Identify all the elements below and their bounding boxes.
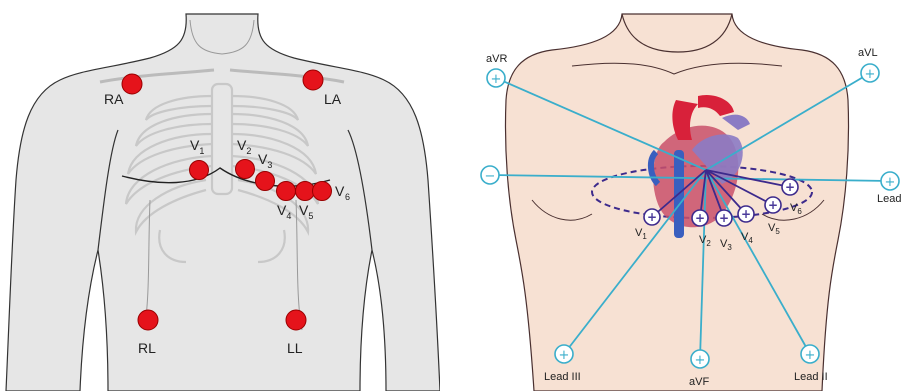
svg-text:+: + — [805, 348, 816, 363]
torso-outline — [6, 14, 440, 391]
v4-positive-icon: + — [738, 206, 754, 222]
label-v6: V — [335, 183, 345, 199]
label-aVR: aVR — [486, 53, 507, 65]
label-lead-I: Lead — [877, 193, 901, 205]
aVR-positive-icon: + — [487, 69, 505, 87]
label-aVF: aVF — [689, 376, 709, 388]
electrode-v4 — [277, 182, 296, 201]
aVF-positive-icon: + — [691, 350, 709, 368]
lead-vector-diagram: + + − + + + + + + + + + + aVR aVL Lead L… — [452, 0, 902, 391]
svg-text:+: + — [695, 353, 706, 368]
label-lead-II: Lead II — [794, 371, 828, 383]
electrode-la — [303, 70, 323, 90]
v1-positive-icon: + — [644, 209, 660, 225]
v6-positive-icon: + — [782, 179, 798, 195]
label-aVL: aVL — [858, 47, 878, 59]
label-lead-III: Lead III — [544, 371, 581, 383]
v3-positive-icon: + — [716, 210, 732, 226]
svg-text:+: + — [741, 207, 751, 221]
label-v6-sub: 6 — [345, 192, 350, 202]
svg-text:+: + — [719, 211, 729, 225]
electrode-v1 — [190, 161, 209, 180]
svg-text:+: + — [768, 198, 778, 212]
label-rl: RL — [138, 340, 156, 356]
electrode-ll — [286, 310, 306, 330]
lead-I-negative-icon: − — [481, 166, 499, 184]
svg-text:+: + — [647, 210, 657, 224]
svg-text:+: + — [559, 348, 570, 363]
lead-III-positive-icon: + — [555, 345, 573, 363]
lead-I-positive-icon: + — [881, 172, 899, 190]
svg-text:−: − — [485, 169, 496, 184]
electrode-v5 — [296, 182, 315, 201]
electrode-ra — [122, 74, 142, 94]
svg-text:+: + — [695, 211, 705, 225]
v2-positive-icon: + — [692, 210, 708, 226]
lead-II-positive-icon: + — [801, 345, 819, 363]
svg-text:+: + — [785, 180, 795, 194]
aVL-positive-icon: + — [861, 64, 879, 82]
electrode-placement-diagram: RA LA RL LL V1 V2 V3 V4 V5 V 6 — [0, 0, 440, 391]
electrode-v2 — [236, 160, 255, 179]
electrode-rl — [138, 310, 158, 330]
svg-text:+: + — [885, 175, 896, 190]
svg-text:+: + — [491, 72, 502, 87]
label-ll: LL — [287, 340, 303, 356]
electrode-v6 — [313, 182, 332, 201]
label-la: LA — [324, 91, 342, 107]
label-ra: RA — [104, 91, 124, 107]
v5-positive-icon: + — [765, 197, 781, 213]
svg-text:+: + — [865, 67, 876, 82]
electrode-v3 — [256, 172, 275, 191]
